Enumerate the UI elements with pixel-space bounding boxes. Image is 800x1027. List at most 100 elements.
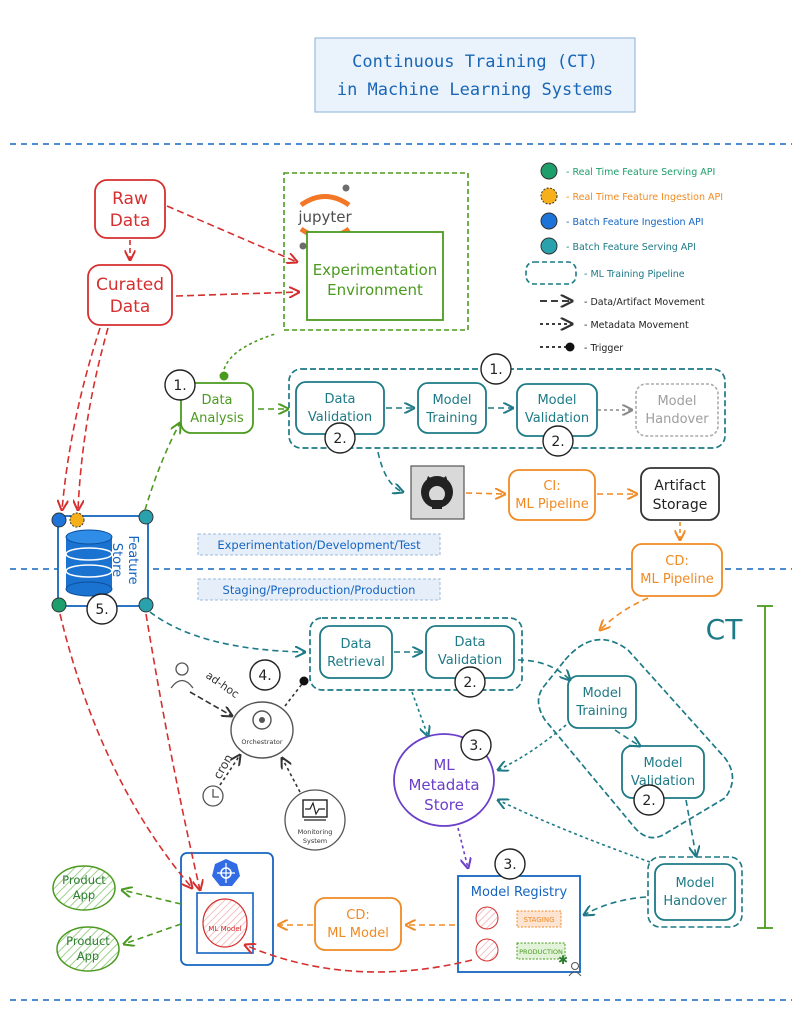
- badge-2-dv-top: [324, 422, 356, 454]
- svg-text:5.: 5.: [95, 602, 108, 618]
- svg-text:Data: Data: [110, 211, 151, 231]
- arrow-rt-serving-to-model: [59, 613, 192, 888]
- artifact-storage-node: Artifact Storage: [640, 467, 720, 521]
- adhoc-user-icon: [170, 662, 194, 689]
- arrow-registry-to-model: [245, 945, 473, 973]
- svg-text:Raw: Raw: [112, 189, 148, 209]
- cd-ml-model-node: CD: ML Model: [314, 897, 402, 951]
- arrow-store-to-retrieval: [149, 611, 305, 652]
- experimentation-environment-node: Experimentation Environment: [306, 231, 444, 321]
- arrow-github-to-ci: [465, 493, 505, 494]
- svg-text:2.: 2.: [463, 675, 476, 691]
- svg-text:Data: Data: [340, 637, 371, 652]
- svg-text:Curated: Curated: [96, 275, 164, 295]
- github-icon: [410, 465, 465, 520]
- legend-rt-serving-dot: [540, 162, 558, 180]
- badge-3-registry: [494, 848, 526, 880]
- legend-rt-ingestion: - Real Time Feature Ingestion API: [566, 192, 723, 203]
- svg-text:ML Model: ML Model: [327, 926, 389, 941]
- svg-text:Model Registry: Model Registry: [471, 885, 568, 900]
- arrow-cd-to-training: [600, 597, 649, 630]
- legend-batch-ingestion: - Batch Feature Ingestion API: [566, 217, 704, 228]
- svg-text:Feature: Feature: [125, 535, 140, 584]
- svg-text:ML Model: ML Model: [208, 925, 241, 933]
- svg-text:Training: Training: [575, 704, 627, 719]
- badge-1-analysis: [164, 369, 196, 401]
- legend-trigger-dot: [565, 342, 575, 352]
- svg-text:Storage: Storage: [653, 497, 708, 513]
- arrow-dv-to-training: [517, 659, 570, 680]
- svg-text:Model: Model: [675, 876, 714, 891]
- svg-text:3.: 3.: [469, 738, 482, 754]
- title-line-1: Continuous Training (CT): [352, 52, 598, 72]
- legend-trigger: - Trigger: [584, 343, 623, 354]
- arrows: [59, 205, 696, 973]
- cron-clock-icon: [202, 785, 224, 807]
- prod-training-pipeline-box: [537, 638, 734, 839]
- arrow-cron-to-orchestrator: [219, 755, 240, 786]
- monitor-icon: [302, 799, 328, 821]
- registry-user-icon: [571, 962, 579, 970]
- orchestrator-icon: [252, 710, 272, 730]
- svg-text:System: System: [303, 837, 327, 845]
- ci-pipeline-node: CI: ML Pipeline: [508, 469, 596, 521]
- adhoc-label: ad-hoc: [203, 669, 241, 701]
- curated-data-node: Curated Data: [87, 264, 173, 326]
- production-star-icon: ✱: [558, 953, 568, 967]
- arrow-validation-to-handover: [685, 799, 696, 856]
- data-retrieval-node: Data Retrieval: [319, 625, 393, 679]
- svg-text:Data: Data: [324, 392, 355, 407]
- svg-text:3.: 3.: [503, 857, 516, 873]
- experimentation-outer-box: [283, 172, 469, 331]
- trigger-dot-analysis: [219, 371, 229, 381]
- rt-ingestion-api-dot: [69, 512, 85, 528]
- svg-text:Data: Data: [454, 635, 485, 650]
- svg-text:Environment: Environment: [327, 281, 423, 299]
- orchestrator-node: Orchestrator: [230, 701, 294, 759]
- database-icon: [65, 529, 113, 597]
- badge-1-pipeline: [480, 353, 512, 385]
- env-label-dev: Experimentation/Development/Test: [197, 533, 441, 556]
- legend-ml-pipeline: - ML Training Pipeline: [584, 269, 685, 280]
- arrow-monitoring-to-orchestrator: [282, 758, 301, 793]
- svg-text:App: App: [73, 888, 95, 902]
- product-app-2: Product App: [56, 926, 120, 972]
- prod-retrieval-pipeline-box: [309, 617, 523, 691]
- batch-ingestion-api-dot: [51, 512, 67, 528]
- svg-text:Experimentation: Experimentation: [313, 261, 438, 279]
- svg-text:Handover: Handover: [645, 412, 709, 427]
- svg-text:Handover: Handover: [663, 894, 727, 909]
- legend-batch-ingestion-dot: [540, 212, 558, 230]
- product-app-1: Product App: [52, 865, 116, 911]
- legend-rt-ingestion-dot: [540, 187, 558, 205]
- meta-dv-to-metadata: [411, 691, 428, 736]
- svg-text:Validation: Validation: [525, 411, 589, 426]
- badge-2-mv-top: [542, 425, 574, 457]
- svg-text:2.: 2.: [551, 434, 564, 450]
- svg-text:2.: 2.: [642, 793, 655, 809]
- arrow-batch-serving-to-model: [145, 613, 200, 890]
- svg-text:Orchestrator: Orchestrator: [241, 738, 282, 746]
- arrow-handover-to-registry: [584, 896, 647, 915]
- svg-text:CD:: CD:: [665, 554, 688, 569]
- batch-serving-api-dot-bottom: [138, 597, 154, 613]
- svg-text:Validation: Validation: [631, 774, 695, 789]
- data-validation-prod-node: Data Validation: [425, 625, 515, 679]
- title-line-2: in Machine Learning Systems: [337, 80, 613, 100]
- svg-text:Product: Product: [62, 873, 106, 887]
- monitoring-system-node: Monitoring System: [284, 789, 346, 851]
- arrow-raw-to-env: [166, 205, 297, 262]
- batch-serving-api-dot-top: [138, 509, 154, 525]
- model-training-top-node: Model Training: [417, 382, 487, 434]
- env-label-prod: Staging/Preproduction/Production: [197, 578, 441, 601]
- svg-text:Analysis: Analysis: [190, 411, 244, 426]
- cd-pipeline-node: CD: ML Pipeline: [631, 543, 723, 597]
- legend-data-movement: - Data/Artifact Movement: [584, 297, 705, 308]
- svg-text:jupyter: jupyter: [297, 208, 352, 226]
- legend: - Real Time Feature Serving API - Real T…: [525, 162, 723, 354]
- trigger-orchestrator-to-pipeline: [284, 683, 303, 707]
- svg-text:App: App: [77, 949, 99, 963]
- staging-badge: [516, 910, 562, 928]
- svg-text:Model: Model: [432, 393, 471, 408]
